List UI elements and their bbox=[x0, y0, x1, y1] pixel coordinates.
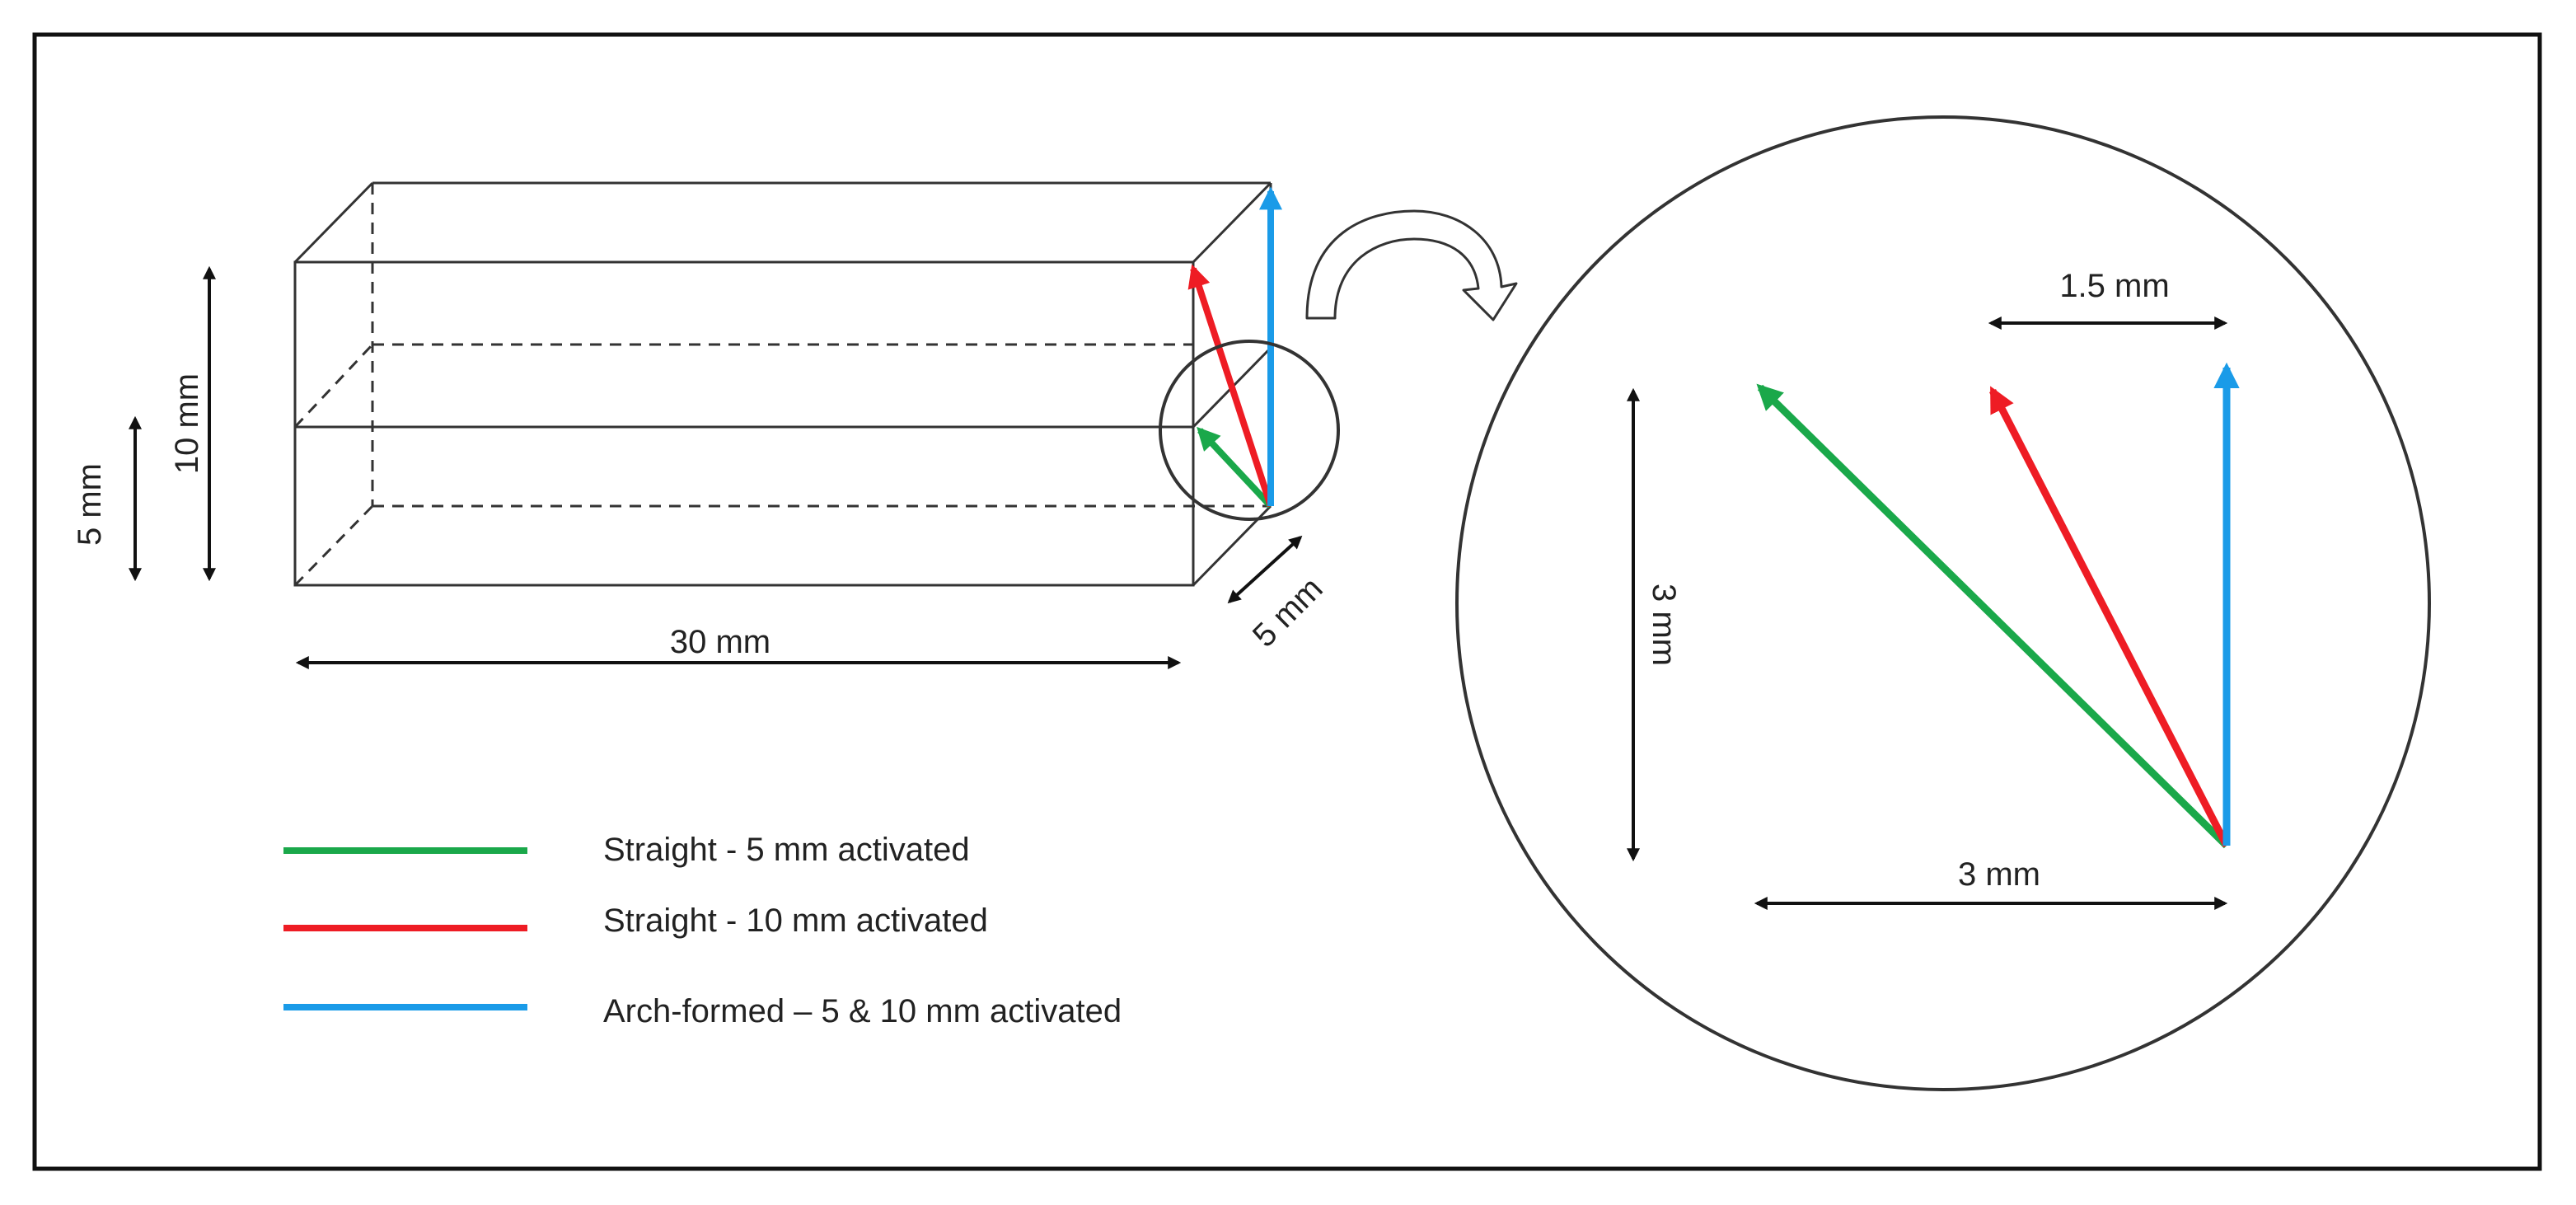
box-red-arrow bbox=[1187, 264, 1274, 508]
legend-label-red: Straight - 10 mm activated bbox=[603, 903, 988, 939]
legend: Straight - 5 mm activated Straight - 10 … bbox=[283, 832, 1122, 1029]
prism-edge-top-right bbox=[1192, 181, 1272, 264]
box-green-arrow bbox=[1197, 426, 1273, 509]
dim-depth-arrow bbox=[1227, 535, 1303, 604]
zoom-red-arrow bbox=[1988, 386, 2231, 848]
dim-length-label: 30 mm bbox=[670, 624, 770, 660]
zoom-dim-offset-label: 1.5 mm bbox=[2059, 268, 2169, 304]
rectangular-prism bbox=[293, 181, 1272, 587]
dim-height-total-label: 10 mm bbox=[169, 373, 205, 474]
prism-edge-top-left bbox=[293, 181, 374, 264]
prism-hidden-edges bbox=[293, 183, 1271, 587]
dim-height-half-label: 5 mm bbox=[72, 463, 108, 546]
figure-frame bbox=[32, 32, 2542, 1171]
detail-zoom-circle bbox=[1455, 115, 2431, 1091]
detail-marker-circle bbox=[1159, 340, 1340, 521]
legend-label-blue: Arch-formed – 5 & 10 mm activated bbox=[603, 993, 1122, 1029]
dim-depth-label: 5 mm bbox=[1246, 570, 1330, 654]
zoom-dim-height-label: 3 mm bbox=[1646, 584, 1682, 666]
zoom-green-arrow bbox=[1756, 383, 2230, 849]
prism-front-face bbox=[293, 260, 1195, 587]
legend-label-green: Straight - 5 mm activated bbox=[603, 832, 970, 868]
zoom-curved-arrow-icon bbox=[1305, 209, 1518, 321]
zoom-dim-width-label: 3 mm bbox=[1958, 856, 2040, 893]
